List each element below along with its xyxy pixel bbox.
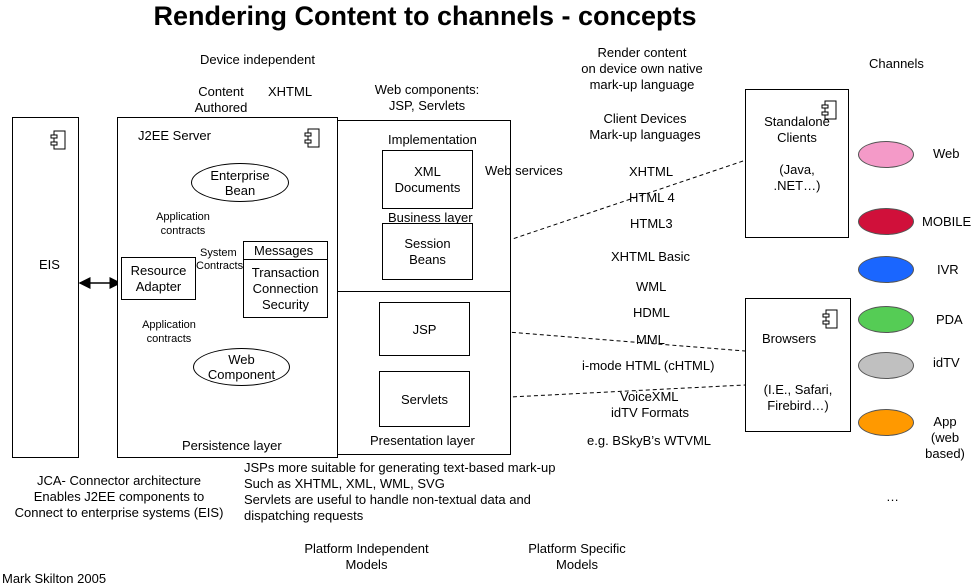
markup-voicexml: VoiceXML — [620, 389, 679, 404]
business-layer-label: Business layer — [388, 210, 473, 225]
web-services-label: Web services — [485, 163, 563, 178]
messages-box: Messages — [243, 241, 328, 260]
device-independent-label: Device independent — [200, 52, 315, 67]
markup-mml: MML — [636, 332, 665, 347]
component-icon — [822, 309, 838, 329]
channels-ellipsis: … — [886, 489, 899, 504]
servlets-box: Servlets — [379, 371, 470, 427]
channel-web-label: Web — [933, 146, 960, 161]
markup-wml: WML — [636, 279, 667, 294]
layer-divider — [338, 291, 510, 292]
web-components-label: Web components:JSP, Servlets — [374, 82, 480, 113]
markup-hdml: HDML — [633, 305, 670, 320]
servlets-browsers-line — [470, 384, 746, 400]
eis-label: EIS — [39, 257, 60, 272]
messages-label: Messages — [254, 243, 314, 258]
jsp-notes: JSPs more suitable for generating text-b… — [244, 460, 556, 523]
markup-html3: HTML3 — [630, 216, 673, 231]
jsp-browsers-line — [469, 328, 746, 352]
eis-box: EIS — [12, 117, 79, 458]
channel-ivr-dot — [858, 256, 914, 283]
channel-idtv-dot — [858, 352, 914, 379]
browsers-label: Browsers — [762, 331, 817, 346]
implementation-label: Implementation — [388, 132, 477, 147]
component-icon — [821, 100, 837, 120]
markup-wtvml: e.g. BSkyB’s WTVML — [587, 433, 712, 448]
page-title: Rendering Content to channels - concepts — [153, 1, 697, 31]
markup-xhtml: XHTML — [629, 164, 674, 179]
channel-pda-label: PDA — [936, 312, 963, 327]
presentation-layer-label: Presentation layer — [370, 433, 475, 448]
markup-xhtml-basic: XHTML Basic — [611, 249, 690, 264]
channel-ivr-label: IVR — [937, 262, 959, 277]
xhtml-label: XHTML — [268, 84, 313, 99]
component-icon — [50, 130, 66, 150]
markup-idtv: idTV Formats — [611, 405, 690, 420]
channel-idtv-label: idTV — [933, 355, 960, 370]
jsp-box: JSP — [379, 302, 470, 356]
channels-header: Channels — [869, 56, 924, 71]
channel-pda-dot — [858, 306, 914, 333]
author-label: Mark Skilton 2005 — [2, 571, 107, 586]
markup-html4: HTML 4 — [629, 190, 675, 205]
markup-imode: i-mode HTML (cHTML) — [582, 358, 715, 373]
component-icon — [304, 128, 320, 148]
browsers-list: (I.E., Safari,Firebird…) — [763, 382, 833, 413]
browsers-box: Browsers (I.E., Safari,Firebird…) — [745, 298, 851, 432]
j2ee-server-label: J2EE Server — [138, 128, 211, 143]
persistence-layer-label: Persistence layer — [182, 438, 282, 453]
channel-app-dot — [858, 409, 914, 436]
channel-mobile-dot — [858, 208, 914, 235]
channel-mobile-label: MOBILE — [922, 214, 972, 229]
channel-web-dot — [858, 141, 914, 168]
